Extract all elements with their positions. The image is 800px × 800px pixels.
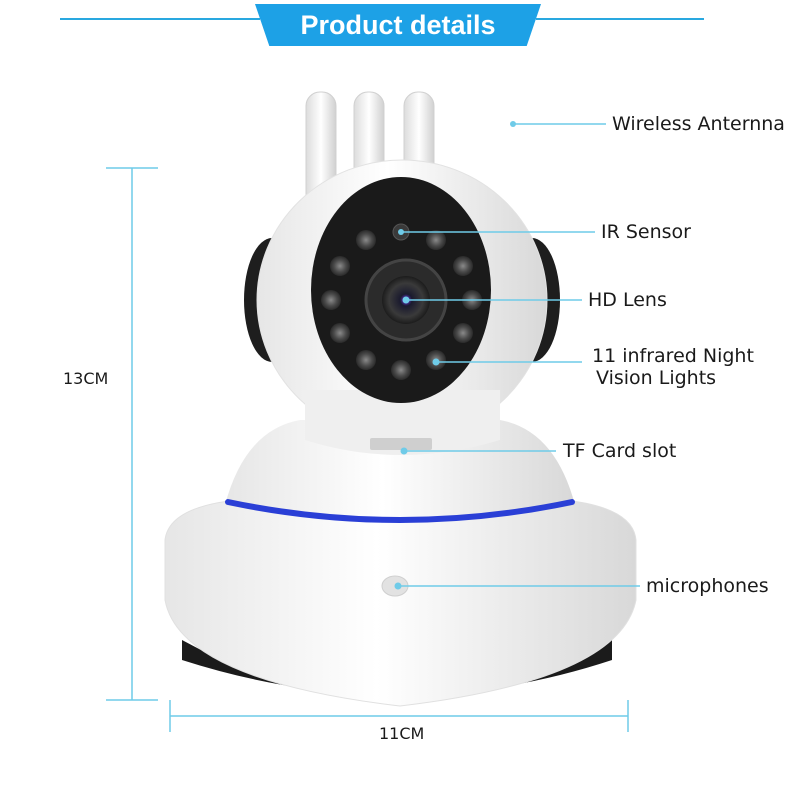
ir-led	[453, 256, 473, 276]
ir-led	[356, 350, 376, 370]
width-label: 11CM	[379, 724, 425, 743]
night-lights-label-line2: Vision Lights	[596, 367, 717, 389]
led-ring	[225, 499, 575, 523]
ir-led	[321, 290, 341, 310]
antenna-label: Wireless Anternna	[612, 113, 785, 135]
banner-line-left	[60, 18, 260, 20]
night-lights-label-line1: 11 infrared Night	[592, 345, 754, 367]
ir-led	[330, 323, 350, 343]
ir-led	[330, 256, 350, 276]
title-banner: Product details	[255, 4, 541, 46]
ir-led	[426, 230, 446, 250]
page-title: Product details	[300, 9, 496, 40]
ir-sensor-label: IR Sensor	[601, 221, 691, 243]
ir-led	[453, 323, 473, 343]
height-dimension	[106, 167, 158, 701]
microphones-label: microphones	[646, 575, 769, 597]
width-dimension	[169, 700, 629, 732]
ir-led	[391, 360, 411, 380]
head-bottom	[305, 390, 500, 455]
callout-leaders	[398, 123, 640, 587]
banner-line-right	[536, 18, 704, 20]
tf-card-label: TF Card slot	[563, 440, 677, 462]
tf-card-slot	[370, 438, 432, 450]
ir-leds	[321, 230, 482, 380]
camera-shoulder	[225, 420, 575, 520]
height-label: 13CM	[63, 369, 109, 388]
callout-dots	[394, 121, 516, 590]
ir-led	[356, 230, 376, 250]
hd-lens-label: HD Lens	[588, 289, 667, 311]
